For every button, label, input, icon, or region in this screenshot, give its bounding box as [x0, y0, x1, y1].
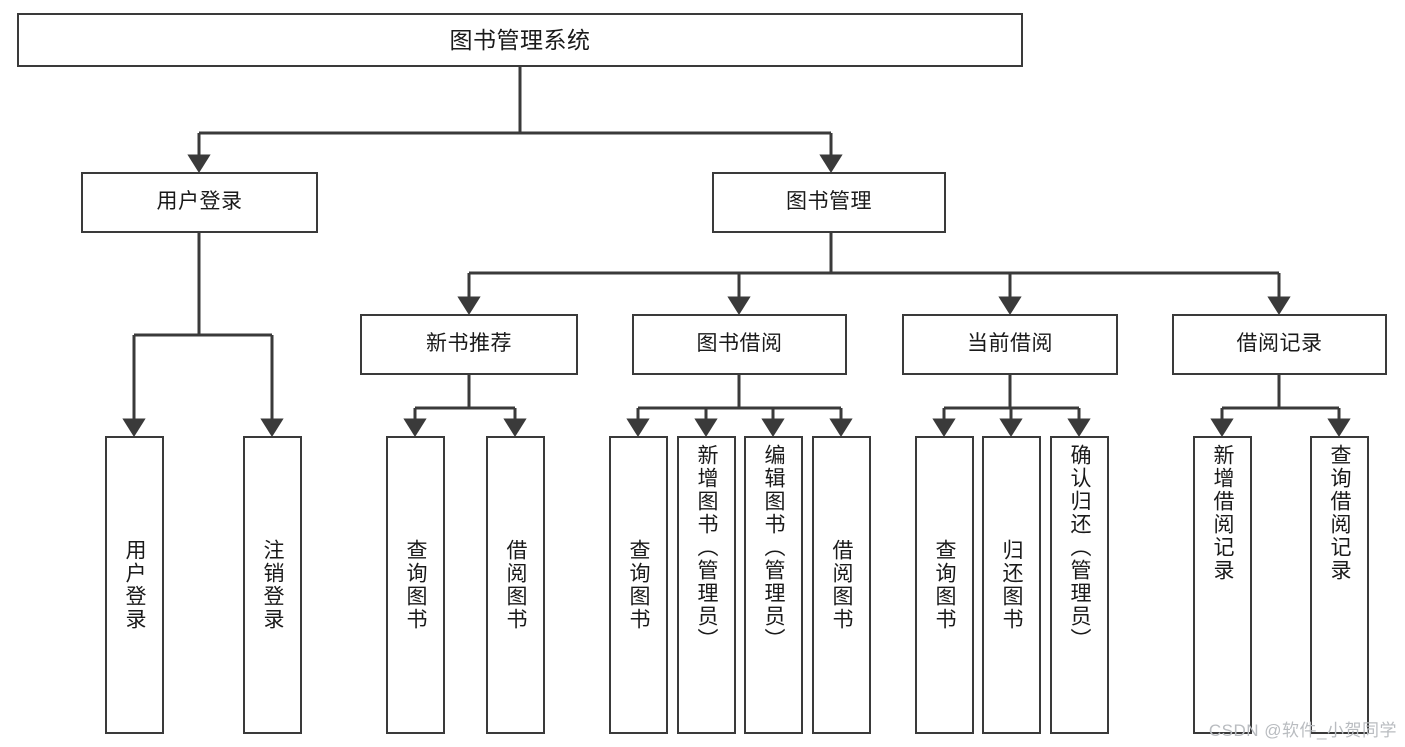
- node-book-borrow-label: 图书借阅: [696, 332, 783, 356]
- node-book-manage[interactable]: 图书管理: [712, 172, 946, 233]
- node-leaf-return-book-label: 归还图书: [1000, 539, 1024, 631]
- node-leaf-borrow-book-2-label: 借阅图书: [830, 539, 854, 631]
- node-new-book-recommend-label: 新书推荐: [426, 332, 512, 356]
- watermark-text: CSDN @软件_小贺同学: [1208, 721, 1397, 740]
- node-leaf-query-book-1[interactable]: 查询图书: [386, 436, 445, 734]
- node-leaf-edit-book[interactable]: 编辑图书（管理员）: [744, 436, 803, 734]
- node-user-login-label: 用户登录: [156, 190, 243, 214]
- node-book-manage-label: 图书管理: [786, 190, 872, 214]
- node-leaf-user-login[interactable]: 用户登录: [105, 436, 164, 734]
- node-leaf-confirm-return-label: 确认归还（管理员）: [1068, 444, 1092, 651]
- node-leaf-add-book-label: 新增图书（管理员）: [695, 444, 719, 651]
- node-borrow-record[interactable]: 借阅记录: [1172, 314, 1387, 375]
- node-leaf-query-book-3[interactable]: 查询图书: [915, 436, 974, 734]
- node-leaf-borrow-book-2[interactable]: 借阅图书: [812, 436, 871, 734]
- node-leaf-borrow-book-1-label: 借阅图书: [504, 539, 528, 631]
- node-leaf-borrow-book-1[interactable]: 借阅图书: [486, 436, 545, 734]
- node-leaf-add-borrow-record[interactable]: 新增借阅记录: [1193, 436, 1252, 734]
- node-root-label: 图书管理系统: [449, 26, 591, 53]
- node-leaf-query-book-2[interactable]: 查询图书: [609, 436, 668, 734]
- node-leaf-query-book-1-label: 查询图书: [404, 539, 428, 631]
- node-leaf-query-book-2-label: 查询图书: [627, 539, 651, 631]
- node-leaf-query-book-3-label: 查询图书: [933, 539, 957, 631]
- node-root[interactable]: 图书管理系统: [17, 13, 1023, 67]
- node-current-borrow[interactable]: 当前借阅: [902, 314, 1118, 375]
- node-leaf-query-borrow-record[interactable]: 查询借阅记录: [1310, 436, 1369, 734]
- node-book-borrow[interactable]: 图书借阅: [632, 314, 847, 375]
- node-user-login[interactable]: 用户登录: [81, 172, 318, 233]
- node-leaf-logout-label: 注销登录: [261, 539, 285, 631]
- node-leaf-query-borrow-record-label: 查询借阅记录: [1328, 444, 1352, 582]
- node-leaf-user-login-label: 用户登录: [123, 539, 147, 631]
- node-leaf-confirm-return[interactable]: 确认归还（管理员）: [1050, 436, 1109, 734]
- node-new-book-recommend[interactable]: 新书推荐: [360, 314, 578, 375]
- node-current-borrow-label: 当前借阅: [967, 332, 1053, 356]
- node-borrow-record-label: 借阅记录: [1236, 332, 1323, 356]
- node-leaf-logout[interactable]: 注销登录: [243, 436, 302, 734]
- node-leaf-add-borrow-record-label: 新增借阅记录: [1211, 444, 1235, 582]
- node-leaf-return-book[interactable]: 归还图书: [982, 436, 1041, 734]
- node-leaf-edit-book-label: 编辑图书（管理员）: [762, 444, 786, 651]
- node-leaf-add-book[interactable]: 新增图书（管理员）: [677, 436, 736, 734]
